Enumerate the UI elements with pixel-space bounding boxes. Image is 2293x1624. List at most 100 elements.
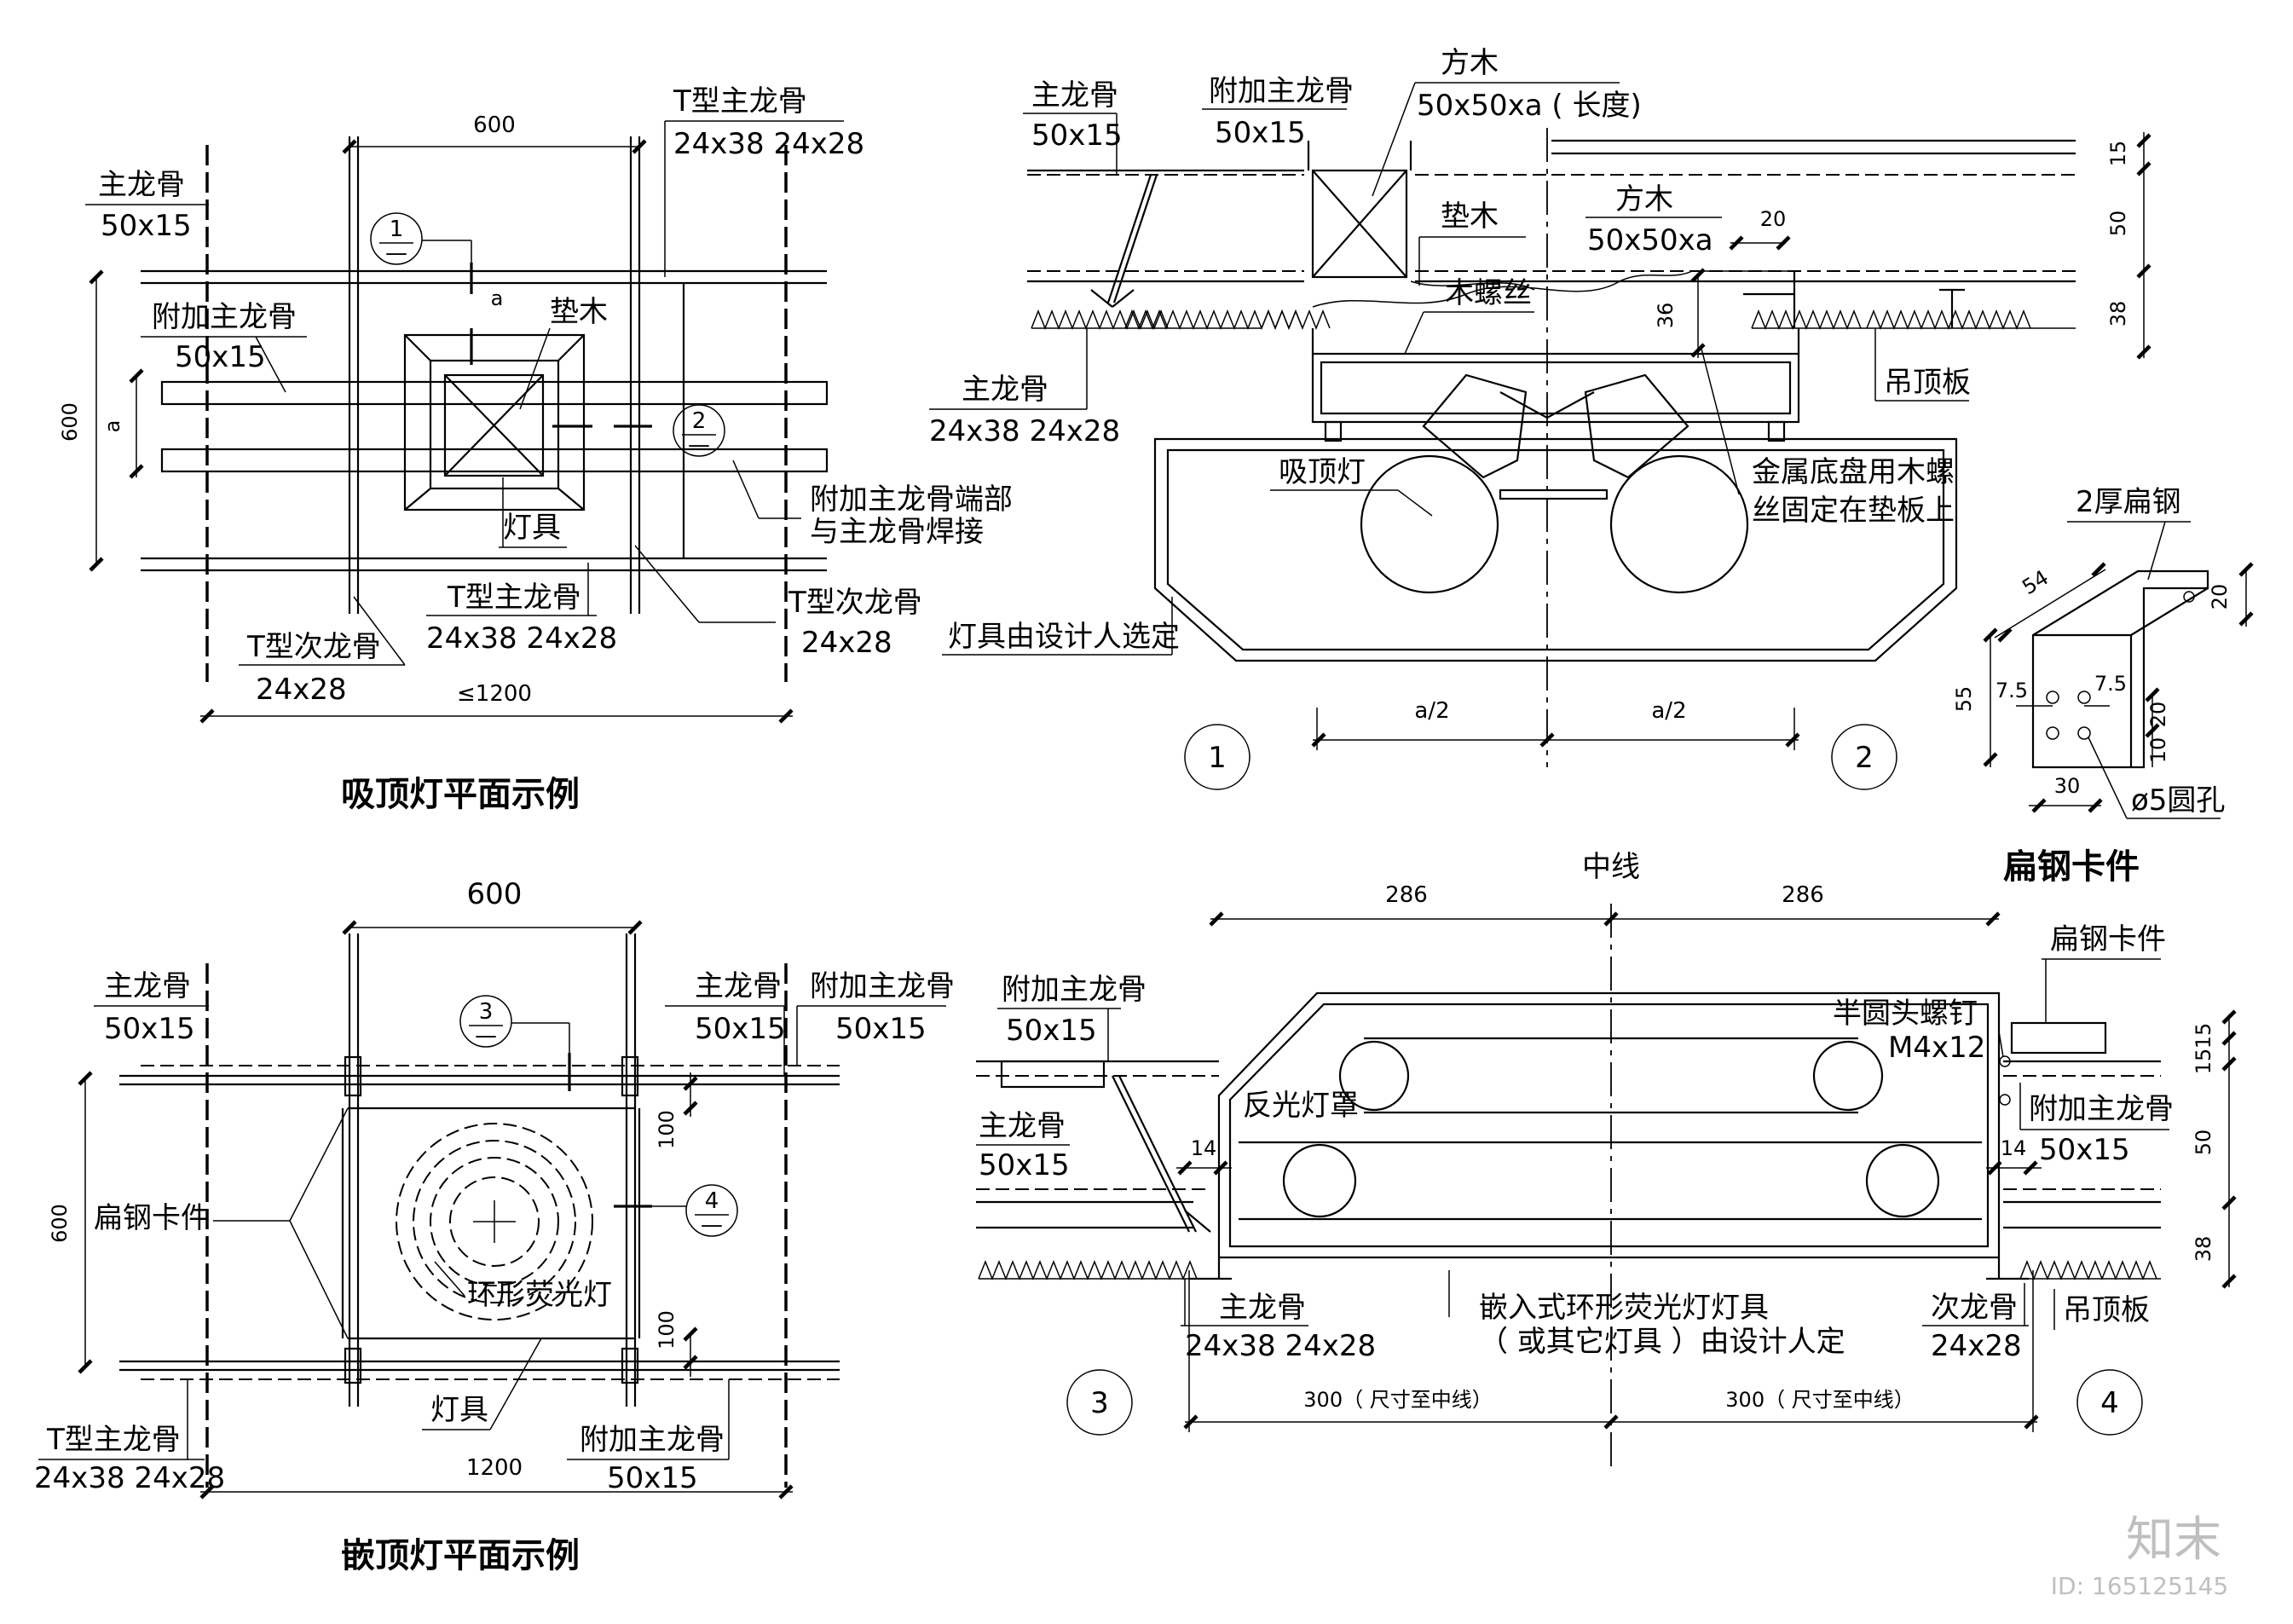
svg-text:100: 100 (655, 1110, 679, 1149)
section-marker-4 (685, 1184, 738, 1237)
svg-text:M4x12: M4x12 (1888, 1031, 1985, 1065)
label-add-keel-bottom: 附加主龙骨 (580, 1423, 725, 1457)
svg-text:（ 或其它灯具 ）由设计人定: （ 或其它灯具 ）由设计人定 (1479, 1325, 1845, 1359)
label-ceiling-lamp: 吸顶灯 (1279, 455, 1366, 489)
svg-text:50: 50 (2192, 1130, 2215, 1156)
dim-a-left: a (101, 420, 124, 433)
svg-text:50x15: 50x15 (101, 209, 192, 243)
label-ceiling-board: 吊顶板 (1884, 366, 1971, 400)
svg-text:50x15: 50x15 (2039, 1133, 2130, 1167)
section-marker-3 (459, 995, 512, 1048)
label-add-keel: 附加主龙骨 (152, 300, 297, 334)
section-marker-1 (370, 212, 423, 265)
lamp-base-plate (1311, 352, 1800, 424)
label-add-keel-end: 附加主龙骨端部 (810, 483, 1013, 517)
svg-text:1: 1 (390, 217, 404, 242)
label-main-keel-right: 主龙骨 (695, 969, 782, 1003)
svg-text:286: 286 (1782, 882, 1824, 908)
recessed-lamp-plan: 3 — 4 — 600 600 1200 100 100 主龙骨 50x15 主… (34, 877, 955, 1575)
svg-text:50x15: 50x15 (1006, 1014, 1097, 1048)
label-pad-wood-section: 垫木 (1441, 199, 1499, 234)
svg-text:1: 1 (1208, 741, 1227, 775)
label-add-keel-recessed: 附加主龙骨 (810, 969, 955, 1003)
svg-text:24x38 24x28: 24x38 24x28 (426, 621, 617, 656)
svg-text:2: 2 (692, 408, 707, 434)
tube-upper-left (1338, 1040, 1410, 1112)
bulb-left (1360, 454, 1499, 594)
label-main-keel-left: 主龙骨 (104, 969, 191, 1003)
recessed-lamp-section: 中线 286 286 15 15 50 38 (976, 850, 2237, 1466)
clip-profile (2031, 569, 2209, 769)
svg-text:3: 3 (479, 999, 494, 1025)
section-marker-2 (673, 404, 725, 457)
label-add-keel-left: 附加主龙骨 (1002, 973, 1146, 1007)
label-t-sub-right: T型次龙骨 (788, 586, 922, 620)
label-centerline: 中线 (1582, 850, 1640, 884)
svg-text:24x38 24x28: 24x38 24x28 (1185, 1329, 1376, 1363)
svg-text:20: 20 (2146, 702, 2170, 728)
svg-text:50x15: 50x15 (104, 1012, 195, 1046)
label-t-main-recessed: T型主龙骨 (46, 1423, 181, 1457)
dim-bottom-1200: ≤1200 (457, 681, 532, 707)
label-timber-top: 方木 (1441, 46, 1499, 80)
label-pad-wood: 垫木 (550, 295, 608, 329)
svg-text:7.5: 7.5 (1996, 679, 2028, 702)
label-ceiling-board-section: 吊顶板 (2063, 1293, 2150, 1327)
svg-text:50x15: 50x15 (607, 1461, 698, 1495)
label-hole: ø5圆孔 (2131, 783, 2225, 818)
svg-text:—: — (701, 1212, 723, 1238)
svg-text:a/2: a/2 (1414, 698, 1449, 724)
label-main-keel: 主龙骨 (98, 168, 185, 202)
svg-text:50x15: 50x15 (175, 340, 266, 374)
add-keel-upper (160, 380, 829, 406)
svg-text:与主龙骨焊接: 与主龙骨焊接 (810, 515, 984, 549)
label-wood-screw: 木螺丝 (1445, 276, 1532, 310)
svg-text:24x28: 24x28 (801, 626, 892, 660)
label-add-keel-right: 附加主龙骨 (2029, 1092, 2174, 1126)
timber-block (1311, 169, 1408, 279)
svg-text:50x50xa: 50x50xa (1587, 223, 1713, 257)
svg-text:50x15: 50x15 (1031, 118, 1123, 153)
title-recessed-lamp-plan: 嵌顶灯平面示例 (341, 1536, 580, 1575)
svg-text:—: — (688, 432, 710, 458)
svg-text:14: 14 (2001, 1136, 2027, 1160)
svg-text:20: 20 (2208, 584, 2232, 610)
svg-text:24x38 24x28: 24x38 24x28 (673, 127, 864, 161)
section-marker-2-circle (1831, 724, 1897, 790)
label-t-sub-left: T型次龙骨 (246, 630, 381, 664)
label-flat-clip-section: 扁钢卡件 (2050, 922, 2166, 956)
label-timber: 方木 (1615, 182, 1673, 217)
svg-text:20: 20 (1760, 207, 1787, 231)
label-sub-keel: 次龙骨 (1931, 1291, 2018, 1325)
tube-lower-right (1865, 1143, 1940, 1218)
svg-text:10: 10 (2146, 737, 2170, 764)
label-screw: 半圆头螺钉 (1833, 997, 1978, 1031)
recessed-lamp-housing (1217, 991, 2001, 1259)
svg-text:24x28: 24x28 (1931, 1329, 2022, 1363)
label-t-main: 主龙骨 (962, 373, 1048, 407)
label-flat-steel: 2厚扁钢 (2076, 485, 2181, 519)
lamp-outline (403, 333, 586, 511)
svg-text:24x38 24x28: 24x38 24x28 (34, 1461, 225, 1495)
label-fixture-designer: 灯具由设计人选定 (948, 620, 1180, 654)
add-keel-lower (160, 448, 829, 473)
flat-clip-rect (2010, 1021, 2107, 1055)
svg-text:24x38 24x28: 24x38 24x28 (929, 414, 1120, 448)
svg-text:—: — (385, 240, 407, 266)
label-main-keel-section: 主龙骨 (979, 1109, 1066, 1143)
label-fixture: 灯具 (503, 511, 561, 545)
watermark-brand: 知末 (2126, 1512, 2221, 1568)
svg-text:14: 14 (1191, 1136, 1217, 1160)
svg-text:50x15: 50x15 (695, 1012, 786, 1046)
svg-text:24x28: 24x28 (256, 673, 347, 707)
svg-text:15: 15 (2106, 141, 2130, 167)
svg-text:36: 36 (1654, 303, 1678, 329)
svg-text:4: 4 (705, 1188, 719, 1214)
label-ring-lamp: 环形荧光灯 (467, 1278, 612, 1312)
ceiling-lamp-plan: 600 600 a a ≤1200 1 — 2 — 主龙骨 50x15 T型主龙… (58, 84, 1013, 814)
svg-text:38: 38 (2192, 1236, 2215, 1263)
svg-text:38: 38 (2106, 301, 2130, 327)
svg-text:50x15: 50x15 (835, 1012, 927, 1046)
